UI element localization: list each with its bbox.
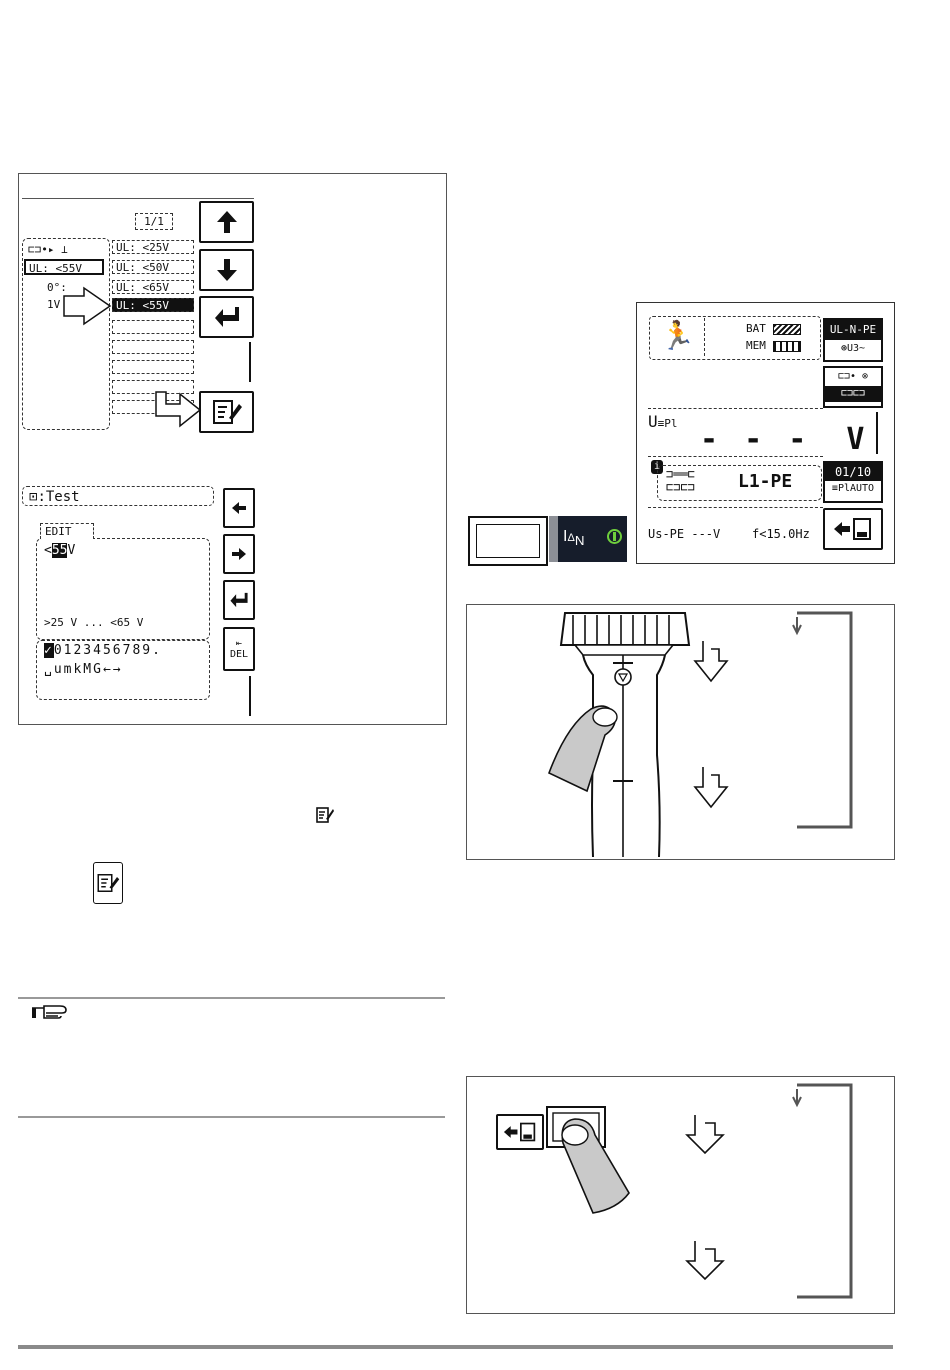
save-button[interactable] (823, 508, 883, 550)
option-ul-50[interactable]: UL: <50V (112, 260, 194, 274)
delete-button[interactable]: ⇤ DEL (223, 627, 255, 671)
option-ul-65[interactable]: UL: <65V (112, 280, 194, 294)
range-text: >25 V ... <65 V (44, 616, 143, 629)
charset-line-1[interactable]: ✓0123456789. (44, 643, 162, 658)
pointing-hand-icon (30, 1004, 70, 1022)
pointer-arrow-icon (62, 286, 114, 326)
arrow-left-icon (230, 500, 248, 516)
arrow-up-icon (215, 209, 239, 235)
test-probe-illustration (467, 605, 892, 857)
running-man-icon: 🏃 (660, 318, 695, 354)
scrollbar[interactable] (249, 676, 255, 716)
settings-row-voltage: 1V (47, 298, 60, 311)
divider-line (648, 408, 823, 409)
option-empty (112, 320, 194, 334)
down-arrow-button[interactable] (199, 249, 254, 291)
probe-select-button[interactable]: ⊏⊐• ⊗ ⊏⊐⊏⊐ (823, 366, 883, 408)
footer-rule (18, 1345, 893, 1349)
up-arrow-button[interactable] (199, 201, 254, 243)
edit-button[interactable] (199, 391, 254, 433)
counter-button[interactable]: 01/10 ≡PlAUTO (823, 461, 883, 503)
arrow-right-icon (230, 546, 248, 562)
enter-button-editor[interactable] (223, 580, 255, 620)
note-rule-bottom (18, 1116, 445, 1118)
charset-line-2[interactable]: ␣umkMG←→ (44, 662, 123, 677)
edit-key-icon (93, 862, 123, 904)
bat-label: BAT (746, 322, 801, 335)
edit-small-icon (315, 805, 335, 825)
edit-tab: EDIT (40, 523, 94, 539)
save-icon (832, 516, 874, 542)
enter-icon (213, 305, 241, 329)
pointer-arrow-icon (152, 386, 204, 432)
right-arrow-button[interactable] (223, 534, 255, 574)
option-empty (112, 340, 194, 354)
divider-line (648, 507, 823, 508)
divider (704, 318, 706, 356)
limit-value-row: UL: <55V (24, 259, 104, 275)
battery-icon (773, 324, 801, 335)
power-icon (607, 529, 622, 544)
enter-button[interactable] (199, 296, 254, 338)
note-rule-top (18, 997, 445, 999)
scrollbar[interactable] (249, 342, 256, 382)
mode-button[interactable]: UL-N-PE ⊛U3~ (823, 318, 883, 362)
cable-icon: ⊐══⊏⊏⊐⊏⊐ (666, 468, 695, 494)
connection-label: L1-PE (738, 471, 792, 492)
voltage-reading: - - - V (700, 422, 868, 457)
left-arrow-button[interactable] (223, 488, 255, 528)
blank-key[interactable] (468, 516, 548, 566)
mem-label: MEM (746, 339, 801, 352)
option-ul-25[interactable]: UL: <25V (112, 240, 194, 254)
edit-value[interactable]: <55V (44, 543, 75, 558)
edit-icon (211, 398, 243, 426)
ian-key[interactable]: IΔN (549, 516, 627, 562)
page-indicator: 1/1 (135, 213, 173, 230)
option-ul-55-selected[interactable]: UL: <55V (112, 298, 194, 312)
probe-icon: ⊏⊐• ⊗ (825, 368, 881, 386)
backspace-icon: ⇤ (236, 638, 242, 649)
divider-line (648, 456, 823, 457)
option-empty (112, 360, 194, 374)
arrow-down-icon (215, 257, 239, 283)
voltage-label: U≡Pl (648, 412, 678, 431)
probe-plug-icon: ⊏⊐⊏⊐ (825, 386, 881, 402)
scrollbar[interactable] (876, 412, 882, 454)
checkmark-icon: ✓ (44, 643, 54, 658)
editor-title-bar: ⊡:Test (22, 486, 214, 506)
probe-icon: ⊏⊐•▸ ⊥ (28, 243, 68, 256)
finger-press-illustration (467, 1077, 892, 1311)
frequency-reading: f<15.0Hz (752, 527, 810, 541)
enter-icon (229, 591, 249, 609)
us-pe-reading: Us-PE ---V (648, 527, 720, 541)
memory-icon (773, 341, 801, 352)
